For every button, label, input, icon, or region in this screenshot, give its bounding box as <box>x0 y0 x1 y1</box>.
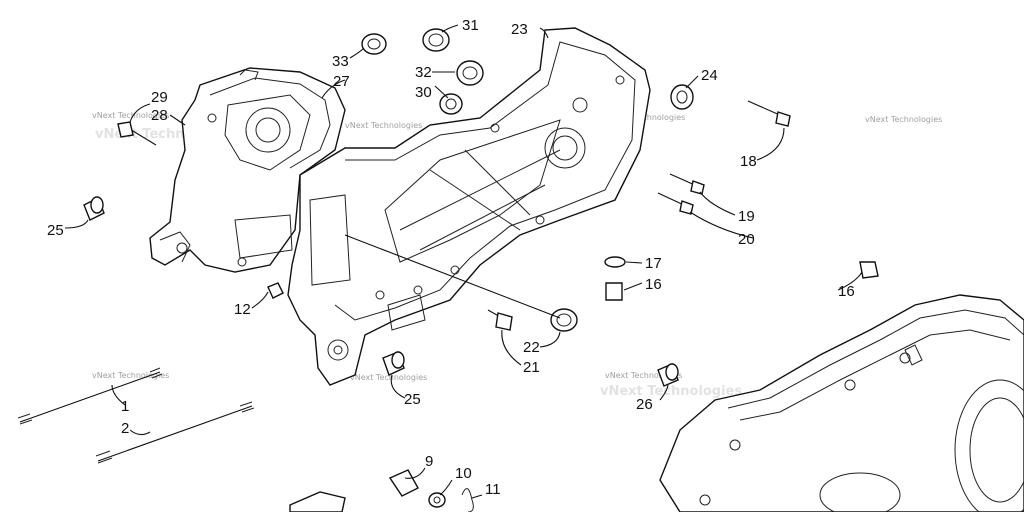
watermark-layer: vNext Technologies vNext Technologies vN… <box>92 111 942 399</box>
label-part-9: 9 <box>425 453 433 470</box>
label-part-2: 2 <box>121 420 129 437</box>
label-part-26: 26 <box>636 396 653 413</box>
bearings <box>361 28 694 332</box>
label-part-17: 17 <box>645 255 662 272</box>
watermark-faint: vNext Technologies <box>600 384 742 399</box>
label-part-25: 25 <box>47 222 64 239</box>
watermark: vNext Technologies <box>345 121 422 130</box>
dowels <box>83 196 679 387</box>
label-part-23: 23 <box>511 21 528 38</box>
part-labels: 1 2 9 10 11 12 16 16 17 18 19 20 21 22 2… <box>47 17 855 498</box>
crankcase-main <box>287 27 651 386</box>
watermark: vNext Technologies <box>350 373 427 382</box>
label-part-33: 33 <box>332 53 349 70</box>
label-part-16: 16 <box>645 276 662 293</box>
label-part-16: 16 <box>838 283 855 300</box>
label-part-12: 12 <box>234 301 251 318</box>
crankcase-left-half <box>149 67 346 273</box>
label-part-30: 30 <box>415 84 432 101</box>
studs <box>17 367 255 464</box>
label-part-11: 11 <box>485 481 501 498</box>
watermark: vNext Technologies <box>865 115 942 124</box>
label-part-1: 1 <box>121 398 129 415</box>
watermark: vNext Technologies <box>92 371 169 380</box>
label-part-29: 29 <box>151 89 168 106</box>
label-part-19: 19 <box>738 208 755 225</box>
label-part-28: 28 <box>151 107 168 124</box>
transmission-cover <box>659 294 1024 512</box>
label-part-32: 32 <box>415 64 432 81</box>
watermark: vNext Technologies <box>608 113 685 122</box>
watermark: vNext Technologies <box>605 371 682 380</box>
label-part-31: 31 <box>462 17 479 34</box>
bolts <box>117 100 879 331</box>
leader-lines <box>64 24 863 499</box>
bottom-parts <box>289 469 474 512</box>
label-part-21: 21 <box>523 359 540 376</box>
label-part-22: 22 <box>523 339 540 356</box>
label-part-25: 25 <box>404 391 421 408</box>
label-part-18: 18 <box>740 153 757 170</box>
label-part-10: 10 <box>455 465 472 482</box>
label-part-24: 24 <box>701 67 718 84</box>
label-part-20: 20 <box>738 231 755 248</box>
label-part-27: 27 <box>333 73 350 90</box>
watermark: vNext Technologies <box>92 111 169 120</box>
